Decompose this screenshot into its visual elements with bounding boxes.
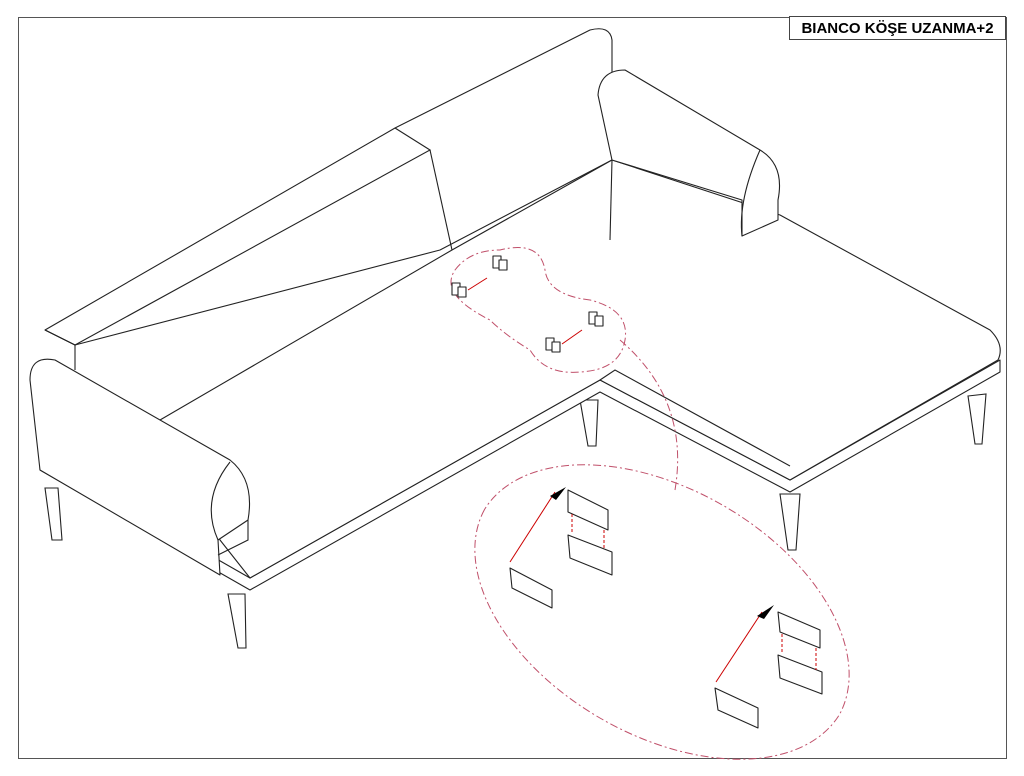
bracket-detail-1 [509, 487, 613, 609]
drawing-frame [18, 17, 1007, 759]
small-brackets [451, 255, 604, 353]
drawing-title: BIANCO KÖŞE UZANMA+2 [789, 16, 1006, 40]
sofa-back [44, 28, 613, 370]
sofa-legs [44, 393, 987, 649]
sofa-seat [159, 159, 1001, 579]
right-backrest-arm [597, 69, 781, 237]
connection-area-callout [450, 247, 850, 760]
bracket-detail-2 [714, 605, 823, 729]
left-arm [29, 358, 251, 576]
